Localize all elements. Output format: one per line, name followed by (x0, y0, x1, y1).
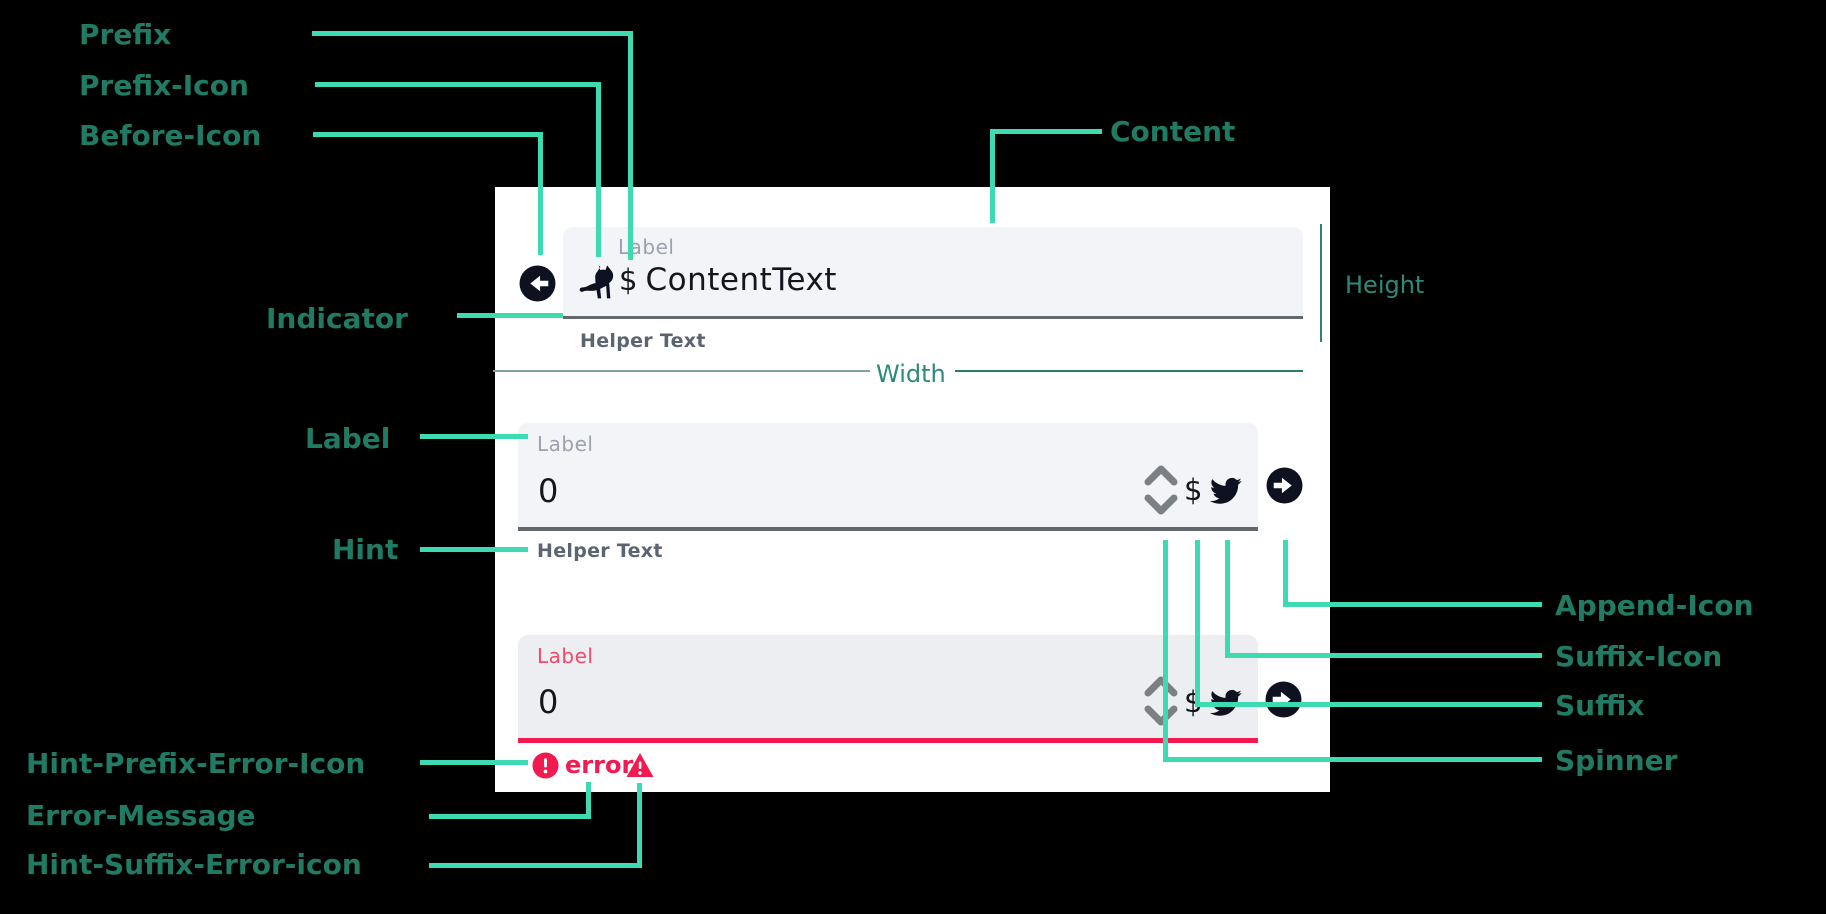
connector-suffix-icon (1225, 540, 1230, 658)
annotation-hint-prefix-error-icon: Hint-Prefix-Error-Icon (26, 747, 366, 780)
annotation-label: Label (305, 422, 391, 455)
connector-error-message (586, 782, 591, 819)
spinner-icon[interactable] (1142, 461, 1180, 519)
connector-spinner (1163, 540, 1168, 762)
connector-content (990, 129, 1102, 134)
connector-content (990, 129, 995, 223)
connector-error-message (429, 814, 591, 819)
field-suffix: $ (1184, 473, 1203, 507)
connector-append-icon (1283, 540, 1288, 607)
connector-append-icon (1283, 602, 1542, 607)
arrow-left-circle-icon[interactable] (519, 265, 556, 302)
connector-suffix (1195, 540, 1200, 707)
annotation-hint-suffix-error-icon: Hint-Suffix-Error-icon (26, 848, 362, 881)
connector-suffix (1195, 702, 1542, 707)
annotation-prefix-icon: Prefix-Icon (79, 69, 249, 102)
annotation-hint: Hint (332, 533, 399, 566)
text-field-error[interactable]: Label (518, 635, 1258, 738)
annotation-spinner: Spinner (1555, 744, 1678, 777)
field-error-message: error (565, 751, 634, 779)
connector-hint-suffix-error-icon (429, 863, 642, 868)
annotation-indicator: Indicator (266, 302, 408, 335)
connector-suffix-icon (1225, 653, 1542, 658)
connector-label (420, 434, 528, 439)
field-value[interactable]: 0 (538, 472, 559, 510)
connector-before-icon (313, 132, 543, 137)
connector-indicator (457, 313, 563, 318)
annotation-content: Content (1110, 115, 1236, 148)
field-helper-text: Helper Text (537, 540, 663, 562)
field-content-row: $ ContentText (575, 260, 837, 300)
connector-before-icon (538, 132, 543, 255)
field-prefix: $ (619, 263, 638, 297)
connector-prefix-icon (596, 82, 601, 257)
arrow-right-circle-icon[interactable] (1266, 467, 1303, 504)
width-divider-right (955, 370, 1303, 372)
text-field-numeric[interactable]: Label (518, 423, 1258, 527)
field-indicator-underline (563, 316, 1303, 319)
arrow-right-circle-icon[interactable] (1265, 681, 1302, 718)
connector-spinner (1163, 757, 1542, 762)
cat-icon (575, 260, 615, 300)
field-indicator-underline (518, 527, 1258, 531)
annotation-suffix-icon: Suffix-Icon (1555, 640, 1723, 673)
height-bracket-line (1320, 224, 1322, 342)
field-content-text: ContentText (645, 262, 837, 298)
field-label: Label (537, 432, 594, 456)
connector-prefix (628, 31, 633, 260)
connector-hint-prefix-error-icon (420, 760, 528, 765)
bird-icon (1206, 471, 1244, 509)
annotation-height: Height (1345, 271, 1425, 299)
annotation-error-message: Error-Message (26, 799, 256, 832)
width-divider-left (493, 370, 870, 372)
alert-circle-icon (532, 752, 559, 779)
field-label: Label (537, 644, 594, 668)
field-label: Label (618, 235, 675, 259)
annotation-prefix: Prefix (79, 18, 172, 51)
field-helper-text: Helper Text (580, 330, 706, 352)
connector-hint (420, 547, 528, 552)
connector-prefix-icon (315, 82, 601, 87)
annotation-before-icon: Before-Icon (79, 119, 262, 152)
warning-triangle-icon (626, 752, 654, 778)
annotation-width: Width (876, 360, 946, 388)
connector-prefix (312, 31, 633, 36)
connector-hint-suffix-error-icon (637, 783, 642, 868)
text-field-basic[interactable]: Label (563, 227, 1303, 316)
spinner-icon[interactable] (1142, 672, 1180, 730)
field-error-underline (518, 738, 1258, 743)
annotation-append-icon: Append-Icon (1555, 589, 1754, 622)
annotation-suffix: Suffix (1555, 689, 1645, 722)
field-value[interactable]: 0 (538, 683, 559, 721)
